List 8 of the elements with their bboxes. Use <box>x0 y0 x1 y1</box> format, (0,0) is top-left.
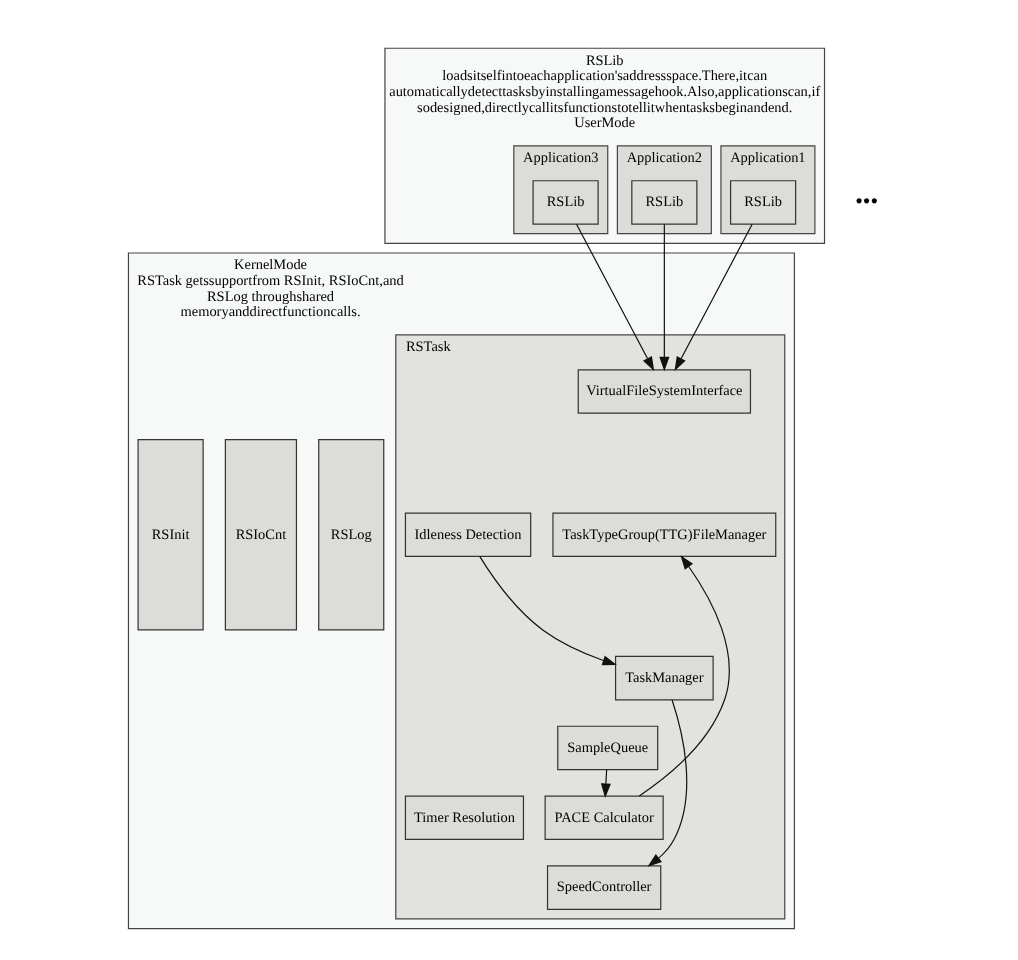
arrow <box>479 556 617 666</box>
arrow <box>647 699 688 867</box>
arrow <box>575 223 655 372</box>
label: ••• <box>855 189 879 214</box>
arrow <box>659 223 670 372</box>
arrow <box>600 769 611 798</box>
arrow <box>638 555 730 797</box>
arrow <box>674 223 753 372</box>
